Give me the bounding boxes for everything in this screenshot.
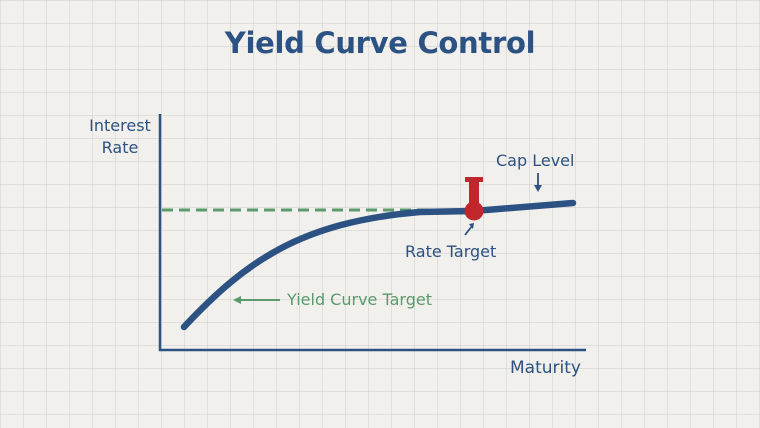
cap-level-arrow-icon (534, 173, 542, 192)
page-title: Yield Curve Control (224, 26, 536, 60)
rate-target-arrow-icon (464, 223, 474, 236)
cap-level-label: Cap Level (496, 151, 575, 170)
y-axis-label-line1: Interest (89, 116, 151, 135)
rate-target-label: Rate Target (405, 242, 497, 261)
y-axis-label: Interest Rate (80, 115, 160, 159)
yield-curve-target-label: Yield Curve Target (287, 290, 432, 309)
y-axis-label-line2: Rate (101, 138, 139, 157)
rate-target-marker (464, 177, 484, 221)
x-axis-label: Maturity (510, 358, 581, 378)
yield-curve-line (180, 199, 577, 331)
yield-curve-target-arrow-icon (233, 296, 280, 304)
